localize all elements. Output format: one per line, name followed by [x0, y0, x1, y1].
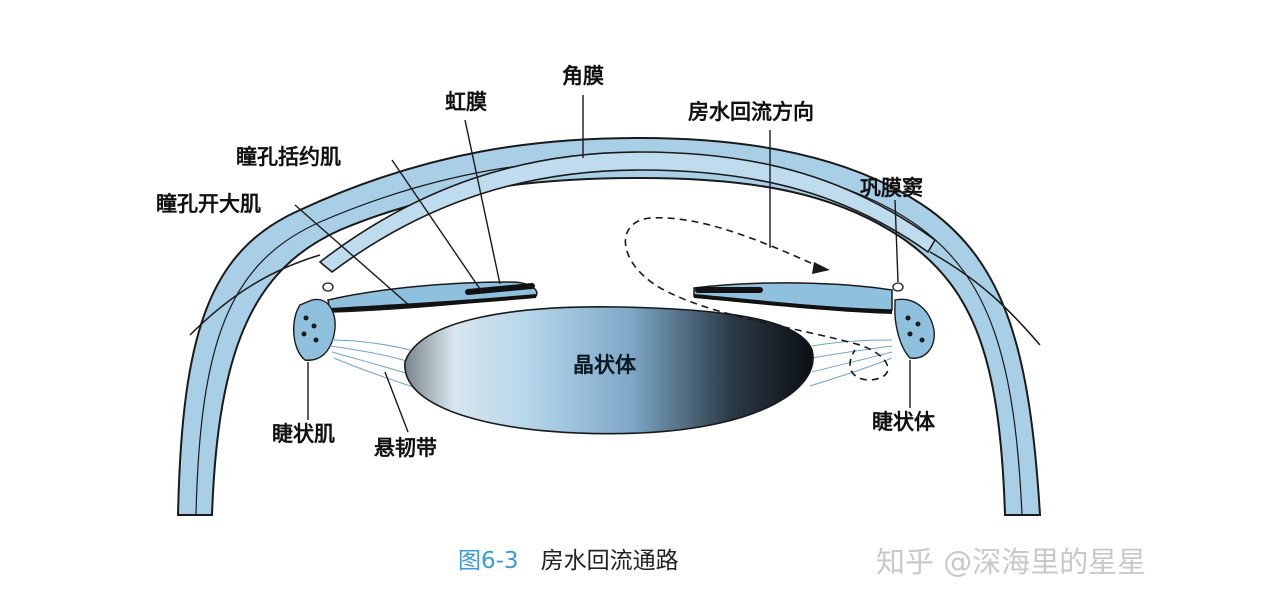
label-scleral-sinus: 巩膜窦 — [860, 176, 923, 200]
label-lens: 晶状体 — [573, 353, 636, 377]
ciliary-dots-right — [905, 315, 925, 343]
flow-arrowhead — [812, 262, 830, 274]
figure-caption: 图6-3 房水回流通路 — [458, 550, 679, 573]
scleral-sinus-right — [892, 282, 904, 292]
figure-number: 图6-3 — [458, 548, 519, 574]
cornea-band — [318, 151, 937, 274]
label-ciliary-muscle: 睫状肌 — [272, 422, 335, 446]
ciliary-body-left — [292, 298, 336, 361]
conjunctiva-right — [929, 251, 1041, 346]
dilator-left — [329, 294, 537, 312]
conjunctiva-left — [189, 254, 321, 336]
dilator-right — [693, 294, 893, 314]
label-dilator-pupillae: 瞳孔开大肌 — [156, 192, 261, 216]
label-ciliary-body: 睫状体 — [872, 410, 935, 434]
leader-lines — [294, 95, 911, 433]
label-aqueous-flow-direction: 房水回流方向 — [688, 100, 814, 124]
sphincter-left — [465, 283, 535, 295]
aqueous-flow-path — [624, 216, 889, 381]
ciliary-body-right — [894, 298, 935, 359]
label-iris: 虹膜 — [445, 90, 487, 114]
ciliary-dots-left — [301, 315, 319, 343]
label-sphincter-pupillae: 瞳孔括约肌 — [236, 145, 341, 169]
figure-title: 房水回流通路 — [540, 548, 679, 574]
scleral-sinus-left — [322, 282, 334, 292]
label-zonule: 悬韧带 — [374, 436, 437, 460]
label-cornea: 角膜 — [562, 64, 604, 88]
lens — [404, 306, 814, 435]
watermark: 知乎 @深海里的星星 — [876, 545, 1147, 579]
